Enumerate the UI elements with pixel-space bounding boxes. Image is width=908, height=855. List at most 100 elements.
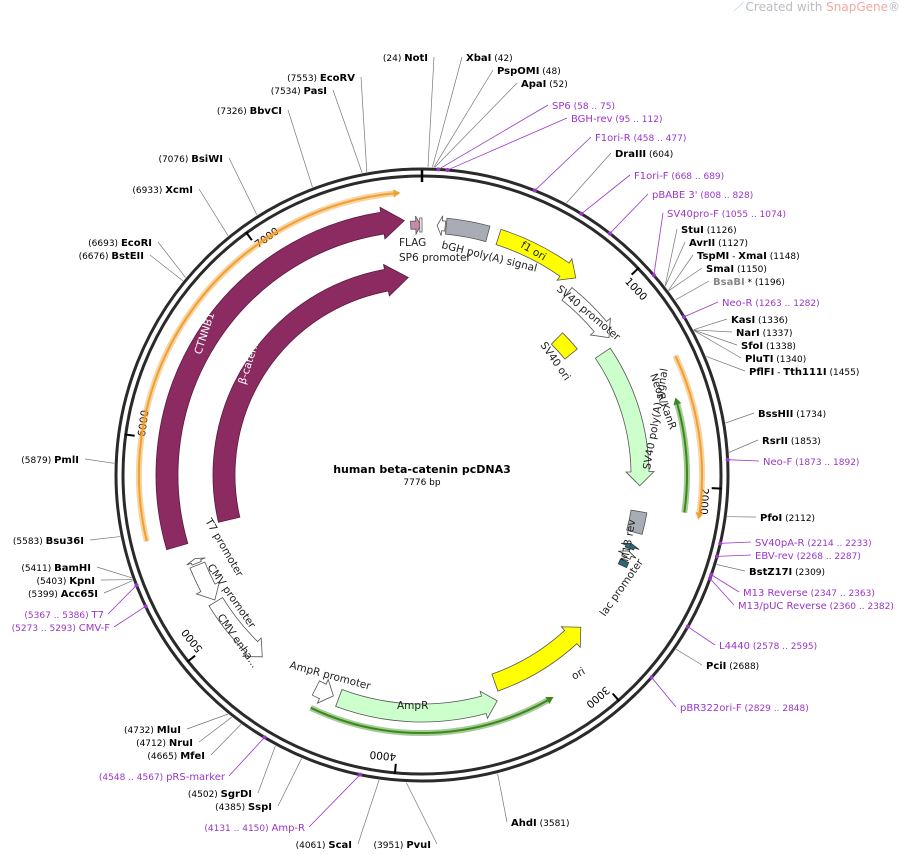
site-leader [103,580,133,594]
site-noti[interactable]: (24) NotI [383,53,428,64]
site-sspi[interactable]: (4385) SspI [215,802,272,813]
site-sfoi[interactable]: SfoI (1338) [741,341,796,352]
site-nrui[interactable]: (4712) NruI [136,738,193,749]
site-bsteii[interactable]: (6676) BstEII [79,251,144,262]
ori-feature[interactable] [491,626,582,692]
site-bsiwi[interactable]: (7076) BsiWI [158,154,223,165]
site-leader [433,69,494,168]
primer-neo-r[interactable]: Neo-R (1263 .. 1282) [722,298,820,309]
primer-pbr322ori-f[interactable]: pBR322ori-F (2829 .. 2848) [680,703,809,714]
site-bbvci[interactable]: (7326) BbvCI [217,106,282,117]
ctnnb1-orange-track [137,192,396,542]
track-arrowhead [695,512,704,520]
feature-label-sp6-promoter: SP6 promoter [399,252,471,264]
site-nari[interactable]: NarI (1337) [736,328,793,339]
primer-prs-marker[interactable]: (4548 .. 4567) pRS-marker [99,772,226,783]
primer-t7[interactable]: (5367 .. 5386) T7 [24,610,104,621]
site-pluti[interactable]: PluTI (1340) [745,354,806,365]
site-xbai[interactable]: XbaI (42) [466,53,513,64]
sv40-polya-feature[interactable] [626,509,648,535]
site-leader [89,536,121,541]
primer-f1ori-f[interactable]: F1ori-F (668 .. 689) [634,171,724,182]
site-draiii[interactable]: DraIII (604) [615,149,673,160]
site-rsrii[interactable]: RsrII (1853) [762,436,821,447]
bgh-polya-feature[interactable] [444,217,491,243]
primer-cmv-f[interactable]: (5273 .. 5293) CMV-F [12,623,111,634]
site-leader [427,56,435,168]
site-pvui[interactable]: (3951) PvuI [374,840,431,851]
sv40-promoter-feature[interactable] [561,287,611,339]
m13-rev-feature[interactable] [620,542,640,551]
beta-catenin-feature[interactable] [212,263,409,523]
site-kasi[interactable]: KasI (1336) [731,315,788,326]
site-smai[interactable]: SmaI (1150) [706,264,767,275]
site-leader [716,564,746,572]
site-mfei[interactable]: (4665) MfeI [147,751,205,762]
primer-sv40pa-r[interactable]: SV40pA-R (2214 .. 2233) [755,538,872,549]
primer-marker [709,572,714,577]
site-pfoi[interactable]: PfoI (2112) [760,513,815,524]
feature-label-ori: ori [570,665,588,682]
site-leader [198,716,232,743]
flag-feature[interactable] [410,215,422,236]
cmv-promoter-feature[interactable] [189,561,221,601]
primer-m13-reverse[interactable]: M13 Reverse (2347 .. 2363) [743,588,875,599]
ctnnb1-feature[interactable] [155,206,405,551]
site-bamhi[interactable]: (5411) BamHI [21,563,91,574]
site-ahdi[interactable]: AhdI (3581) [511,818,570,829]
site-ecori[interactable]: (6693) EcoRI [88,238,152,249]
f1-ori-feature[interactable] [495,228,577,281]
ampr-promoter-feature[interactable] [311,678,334,704]
cmv-enhancer-feature[interactable] [208,596,263,658]
neor-kanr-feature[interactable] [594,347,655,487]
sv40-ori-feature[interactable] [550,332,578,360]
t7-promoter-feature[interactable] [186,557,206,566]
site-ecorv[interactable]: (7553) EcoRV [287,73,355,84]
site-bsabi[interactable]: BsaBI * (1196) [713,277,785,288]
site-leader [693,329,733,333]
site-sgrdi[interactable]: (4502) SgrDI [188,789,252,800]
primer-amp-r[interactable]: (4131 .. 4150) Amp-R [204,823,305,834]
site-pasi[interactable]: (7534) PasI [271,86,327,97]
primer-l4440[interactable]: L4440 (2578 .. 2595) [719,641,817,652]
site-bsshii[interactable]: BssHII (1734) [758,409,826,420]
primer-sv40pro-f[interactable]: SV40pro-F (1055 .. 1074) [667,209,786,220]
primer-leader [711,574,740,593]
site-mlui[interactable]: (4732) MluI [124,725,181,736]
primer-leader [228,737,265,777]
site-pspomi[interactable]: PspOMI (48) [497,66,561,77]
primer-bgh-rev[interactable]: BGH-rev (95 .. 112) [571,114,663,125]
site-avrii[interactable]: AvrII (1127) [689,238,748,249]
sp6-promoter-feature[interactable] [436,215,447,236]
primer-m13-puc-reverse[interactable]: M13/pUC Reverse (2360 .. 2382) [738,601,894,612]
site-leader [357,779,380,845]
site-pcii[interactable]: PciI (2688) [706,661,759,672]
site-apai[interactable]: ApaI (52) [521,79,568,90]
site-xcmi[interactable]: (6933) XcmI [132,185,193,196]
lac-promoter-feature[interactable] [618,550,637,560]
site-stui[interactable]: StuI (1126) [681,225,737,236]
primer-leader [651,677,677,708]
primer-neo-f[interactable]: Neo-F (1873 .. 1892) [763,457,859,468]
ruler-tick-label: 4000 [369,748,397,762]
site-bsu36i[interactable]: (5583) Bsu36I [13,536,84,547]
lac-operator-feature[interactable] [617,558,630,569]
primer-leader [581,174,631,215]
ampr-feature[interactable] [335,689,498,723]
site-pmli[interactable]: (5879) PmlI [21,455,79,466]
site-acc65i[interactable]: (5399) Acc65I [28,589,98,600]
site-bstz17i[interactable]: BstZ17I (2309) [749,567,825,578]
site-scai[interactable]: (4061) ScaI [296,840,352,851]
primer-pbabe-3[interactable]: pBABE 3' (808 .. 828) [652,190,753,201]
flag-marker[interactable] [419,217,423,233]
primer-ebv-rev[interactable]: EBV-rev (2268 .. 2287) [755,551,861,562]
site-kpni[interactable]: (5403) KpnI [36,576,95,587]
ampr-green-track [310,698,550,735]
site-pflfitth111i[interactable]: PflFI - Tth111I (1455) [749,367,859,378]
primer-leader [709,578,735,606]
primer-f1ori-r[interactable]: F1ori-R (458 .. 477) [595,133,686,144]
site-tspmixmai[interactable]: TspMI - XmaI (1148) [697,251,800,262]
snapgene-logo-icon: ⟋ [733,0,746,14]
primer-marker [725,457,730,462]
primer-sp6[interactable]: SP6 (58 .. 75) [552,101,615,112]
